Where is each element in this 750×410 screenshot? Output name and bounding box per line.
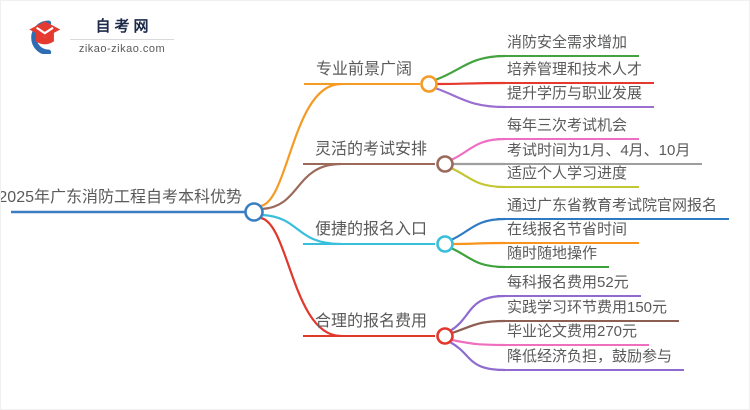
- logo-text-block: 自考网 zikao-zikao.com: [70, 15, 174, 55]
- link-branch-0-child-0: [434, 54, 506, 82]
- branch-0-label: 专业前景广阔: [303, 60, 420, 85]
- link-branch-3-child-0: [449, 294, 506, 332]
- logo-title: 自考网: [95, 18, 153, 35]
- logo-divider: [70, 39, 174, 40]
- leaf-label: 每年三次考试机会: [497, 116, 640, 140]
- link-branch-0-child-2: [434, 86, 506, 109]
- leaf-label: 实践学习环节费用150元: [497, 298, 680, 322]
- link-root-branch-1: [261, 162, 342, 211]
- leaf-label: 每科报名费用52元: [497, 273, 641, 297]
- branch-3-label: 合理的报名费用: [302, 312, 435, 337]
- branch-3-node-circle: [436, 327, 454, 345]
- logo-domain: zikao-zikao.com: [78, 43, 166, 55]
- root-node-label: 2025年广东消防工程自考本科优势: [0, 189, 242, 206]
- leaf-label: 通过广东省教育考试院官网报名: [497, 196, 730, 220]
- leaf-label: 培养管理和技术人才: [497, 60, 655, 84]
- branch-1-node-circle: [436, 155, 454, 173]
- link-branch-3-child-3: [449, 341, 506, 372]
- leaf-label: 消防安全需求增加: [497, 33, 640, 57]
- link-branch-0-child-1: [436, 81, 506, 86]
- link-root-branch-0: [260, 82, 342, 208]
- root-node-circle: [244, 202, 264, 222]
- leaf-label: 提升学历与职业发展: [497, 84, 655, 108]
- leaf-label: 随时随地操作: [497, 244, 610, 268]
- branch-0-node-circle: [420, 75, 438, 93]
- branch-2-node-circle: [436, 235, 454, 253]
- site-logo: 自考网 zikao-zikao.com: [23, 15, 174, 55]
- link-root-branch-3: [260, 216, 342, 338]
- branch-1-label: 灵活的考试安排: [302, 140, 435, 165]
- leaf-label: 考试时间为1月、4月、10月: [497, 141, 703, 165]
- leaf-label: 在线报名节省时间: [497, 220, 640, 244]
- graduation-cap-icon: [29, 20, 61, 54]
- leaf-label: 适应个人学习进度: [497, 164, 640, 188]
- leaf-label: 毕业论文费用270元: [497, 322, 650, 346]
- leaf-label: 降低经济负担，鼓励参与: [497, 347, 685, 371]
- branch-2-label: 便捷的报名入口: [302, 220, 435, 245]
